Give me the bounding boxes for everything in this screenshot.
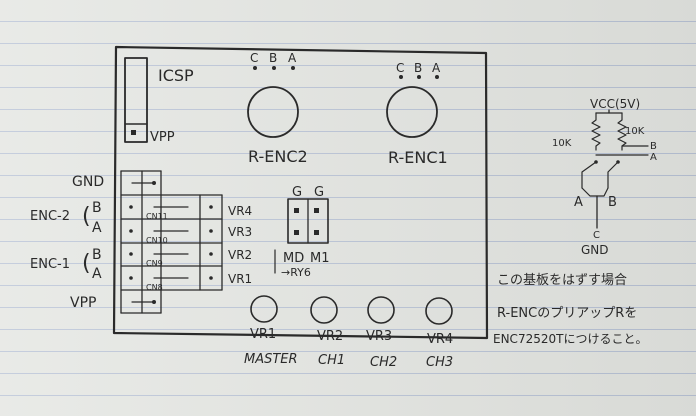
resistor-right-label: 10K bbox=[625, 126, 645, 137]
svg-text:B: B bbox=[92, 200, 102, 216]
vr2-pin-label: VR2 bbox=[228, 248, 252, 262]
gnd-schematic-label: GND bbox=[581, 243, 609, 257]
board-outline bbox=[112, 45, 489, 340]
svg-text:(: ( bbox=[82, 251, 91, 276]
connector-cn10: CN10 bbox=[146, 236, 168, 245]
encoder-2-circle bbox=[247, 86, 299, 138]
svg-text:M1: M1 bbox=[310, 251, 330, 266]
jumper-note: →RY6 bbox=[281, 266, 311, 279]
svg-text:C: C bbox=[396, 61, 404, 75]
pot-vr4 bbox=[425, 297, 453, 325]
vr4-pin-label: VR4 bbox=[228, 204, 252, 218]
assembly-note: この基板をはずす場合 R-ENCのプリアップRを ENC72520Tにつけること… bbox=[493, 273, 647, 346]
svg-text:A: A bbox=[288, 51, 297, 65]
channel-ch1: CH1 bbox=[318, 353, 345, 368]
svg-text:(: ( bbox=[82, 204, 91, 229]
resistor-left-label: 10K bbox=[552, 138, 572, 149]
svg-text:A: A bbox=[574, 195, 583, 210]
svg-text:MD: MD bbox=[283, 251, 304, 266]
encoder-2: C B A R-ENC2 bbox=[247, 51, 308, 166]
svg-text:B: B bbox=[414, 61, 422, 75]
svg-text:B: B bbox=[608, 195, 617, 210]
note-line-2: R-ENCのプリアップRを bbox=[497, 306, 637, 321]
encoder-2-label: R-ENC2 bbox=[248, 147, 308, 166]
channel-ch2: CH2 bbox=[370, 355, 397, 370]
svg-text:G: G bbox=[292, 185, 302, 200]
note-line-1: この基板をはずす場合 bbox=[497, 273, 627, 288]
icsp-label: ICSP bbox=[158, 66, 194, 85]
enc2-label: ENC-2 bbox=[30, 209, 70, 224]
jumper-block: G G MD M1 →RY6 bbox=[274, 185, 330, 279]
gnd-label: GND bbox=[72, 174, 104, 190]
encoder-1: C B A R-ENC1 bbox=[386, 61, 448, 167]
pin-grid: CN11 CN10 CN9 CN8 VR4 VR3 VR2 VR1 bbox=[120, 170, 252, 314]
pot-vr2 bbox=[310, 296, 338, 324]
svg-text:G: G bbox=[314, 185, 324, 200]
pullup-schematic: VCC(5V) 10K 10K B A A B C GND bbox=[552, 97, 657, 257]
svg-text:C: C bbox=[593, 230, 600, 241]
connector-cn11: CN11 bbox=[146, 212, 168, 221]
enc1-label: ENC-1 bbox=[30, 257, 70, 272]
svg-text:VR4: VR4 bbox=[427, 332, 453, 347]
channel-ch3: CH3 bbox=[426, 355, 453, 370]
connector-cn8: CN8 bbox=[146, 283, 163, 292]
svg-text:C: C bbox=[250, 51, 258, 65]
pots: VR1 VR2 VR3 VR4 MASTER CH1 CH2 CH3 bbox=[244, 295, 453, 370]
encoder-1-label: R-ENC1 bbox=[388, 148, 448, 167]
svg-text:VR2: VR2 bbox=[317, 329, 343, 344]
note-line-3: ENC72520Tにつけること。 bbox=[493, 332, 647, 346]
svg-text:A: A bbox=[92, 266, 102, 282]
pot-vr1 bbox=[250, 295, 278, 323]
vpp-label: VPP bbox=[70, 295, 96, 311]
encoder-1-circle bbox=[386, 86, 438, 138]
vpp-pin-label: VPP bbox=[150, 130, 175, 145]
svg-text:A: A bbox=[650, 152, 657, 163]
vr3-pin-label: VR3 bbox=[228, 225, 252, 239]
vr1-pin-label: VR1 bbox=[228, 272, 252, 286]
svg-text:A: A bbox=[432, 61, 441, 75]
svg-text:B: B bbox=[92, 247, 102, 263]
connector-cn9: CN9 bbox=[146, 259, 163, 268]
pot-vr3 bbox=[367, 296, 395, 324]
icsp-connector: ICSP VPP bbox=[124, 57, 194, 145]
svg-text:B: B bbox=[650, 141, 657, 152]
channel-master: MASTER bbox=[244, 352, 298, 367]
svg-text:VR1: VR1 bbox=[250, 327, 276, 342]
svg-text:B: B bbox=[269, 51, 277, 65]
svg-text:A: A bbox=[92, 220, 102, 236]
left-labels: GND ENC-2 ( B A ENC-1 ( B A VPP bbox=[30, 174, 104, 311]
vcc-label: VCC(5V) bbox=[590, 97, 640, 111]
svg-text:VR3: VR3 bbox=[366, 329, 392, 344]
